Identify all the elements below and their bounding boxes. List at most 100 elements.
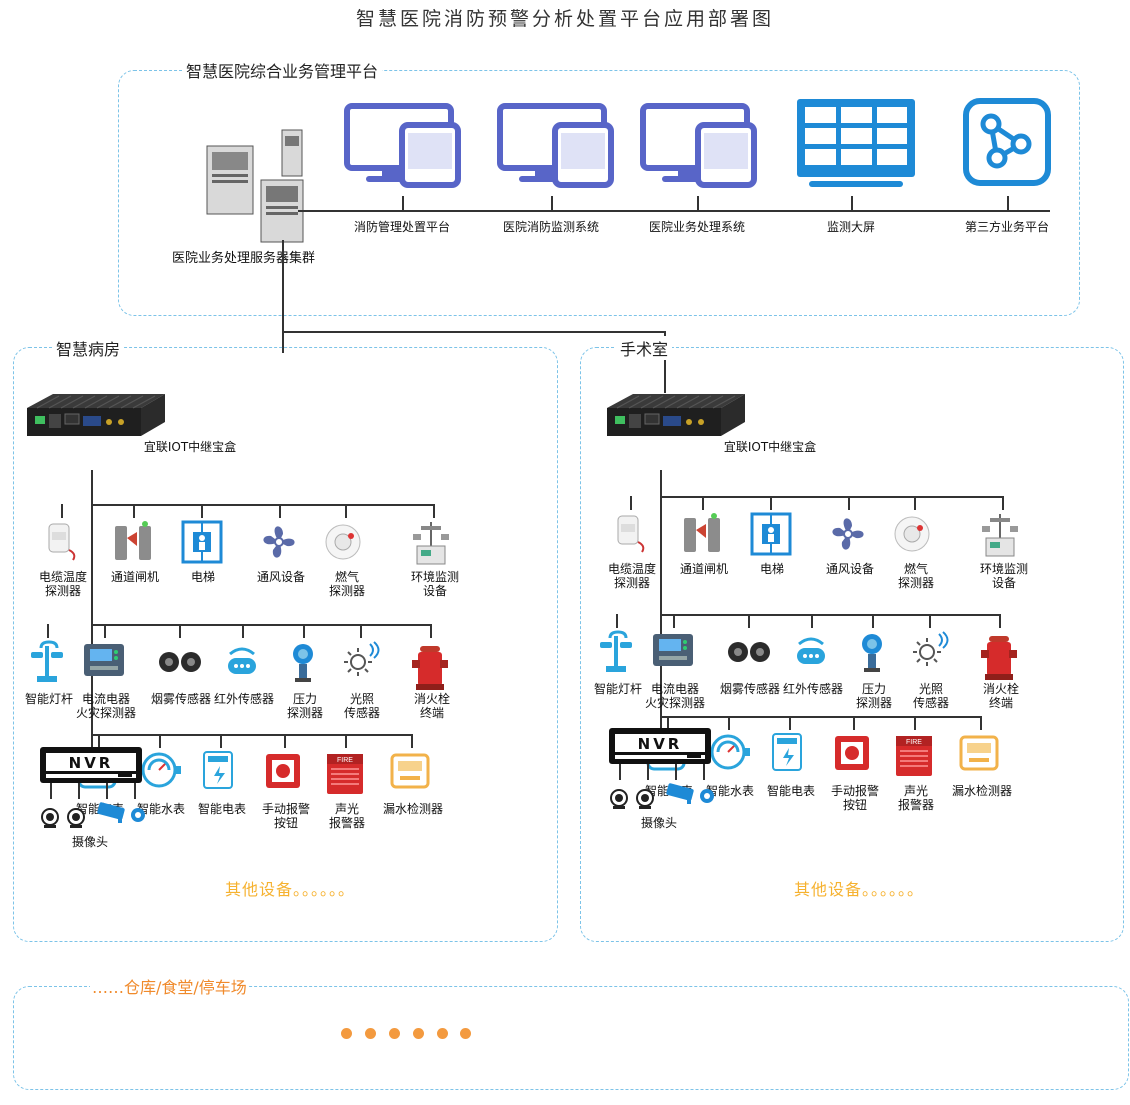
or-uplink: [664, 331, 666, 393]
device-drop-line: [345, 504, 347, 518]
fire-detector-icon: [651, 630, 697, 680]
device-drop-line: [848, 496, 850, 510]
nvr-icon: NVR: [607, 726, 713, 766]
fire-detector-icon: [82, 640, 128, 690]
device-label: 电流电器 火灾探测器: [644, 682, 705, 710]
device-label: 手动报警 按钮: [830, 784, 879, 812]
device-drop-line: [1002, 496, 1004, 510]
share-network-icon: [963, 98, 1053, 188]
svg-text:NVR: NVR: [638, 735, 683, 753]
device-label: 电梯: [190, 570, 215, 584]
device-drop-line: [61, 504, 63, 518]
device-drop-line: [728, 716, 730, 730]
device-bus-row2: [660, 614, 1001, 616]
device-label: 红外传感器: [782, 682, 843, 696]
device-label: 电缆温度 探测器: [38, 570, 87, 598]
device-label: 智能电表: [766, 784, 815, 798]
pressure-detector-icon: [281, 640, 327, 690]
device-drop-line: [345, 734, 347, 748]
device-bus-row1: [660, 496, 1004, 498]
device-label: 智能灯杆: [24, 692, 73, 706]
bullet-camera-icon: [665, 782, 717, 808]
gas-detector-icon: [892, 512, 938, 562]
nvr-icon: NVR: [38, 745, 144, 785]
nvr-port-line: [675, 764, 677, 780]
network-trunk-line: [282, 331, 666, 333]
device-bus-row2: [91, 624, 432, 626]
device-drop-line: [430, 624, 432, 638]
nvr-port-line: [134, 783, 136, 799]
iot-gateway-icon: [25, 392, 167, 438]
device-drop-line: [242, 624, 244, 638]
sound-light-alarm-icon: FIRE: [892, 732, 938, 782]
other-sites-label: ……仓库/食堂/停车场: [90, 974, 249, 998]
device-drop-line: [914, 716, 916, 730]
system-drop-line: [402, 196, 404, 211]
device-label: 声光 报警器: [328, 802, 365, 830]
device-drop-line: [630, 496, 632, 510]
electric-meter-icon: [767, 732, 813, 782]
device-drop-line: [47, 624, 49, 638]
env-monitor-icon: [980, 512, 1026, 562]
ward-label: 智慧病房: [52, 336, 125, 360]
dome-camera-icon: [40, 807, 62, 829]
device-drop-line: [702, 496, 704, 510]
electric-meter-icon: [198, 750, 244, 800]
sound-light-alarm-icon: FIRE: [323, 750, 369, 800]
device-drop-line: [284, 734, 286, 748]
iot-gateway-label: 宜联IOT中继宝盒: [143, 440, 237, 454]
nvr-port-line: [703, 764, 705, 780]
svg-text:FIRE: FIRE: [906, 739, 922, 746]
device-label: 声光 报警器: [897, 784, 934, 812]
device-label: 环境监测 设备: [410, 570, 459, 598]
device-drop-line: [220, 734, 222, 748]
device-label: 红外传感器: [213, 692, 274, 706]
light-sensor-icon: [907, 630, 953, 680]
video-wall-icon: [795, 97, 917, 193]
device-drop-line: [98, 734, 100, 748]
device-label: 烟雾传感器: [719, 682, 780, 696]
system-drop-line: [697, 196, 699, 211]
device-drop-line: [770, 496, 772, 510]
device-label: 消火栓 终端: [982, 682, 1019, 710]
nvr-port-line: [619, 764, 621, 780]
device-drop-line: [667, 716, 669, 730]
device-bus-row3: [91, 734, 413, 736]
elevator-icon: [748, 512, 794, 562]
device-label: 漏水检测器: [951, 784, 1012, 798]
device-drop-line: [201, 504, 203, 518]
platform-drop-line: [282, 240, 284, 332]
device-label: 电缆温度 探测器: [607, 562, 656, 590]
camera-label: 摄像头: [71, 835, 108, 849]
smart-lamp-icon: [25, 640, 71, 690]
platform-box: [118, 70, 1080, 316]
device-label: 燃气 探测器: [897, 562, 934, 590]
cable-temp-detector-icon: [608, 512, 654, 562]
device-drop-line: [929, 614, 931, 628]
device-drop-line: [179, 624, 181, 638]
device-drop-line: [104, 624, 106, 638]
device-label: 手动报警 按钮: [261, 802, 310, 830]
system-label: 医院业务处理系统: [648, 220, 745, 234]
other-devices-label: 其他设备。。。。。。: [794, 880, 925, 899]
ward-uplink: [282, 331, 284, 353]
device-drop-line: [980, 716, 982, 730]
or-label: 手术室: [616, 336, 673, 360]
monitor-devices-icon: [344, 103, 462, 189]
nvr-port-line: [647, 764, 649, 780]
device-drop-line: [914, 496, 916, 510]
other-sites-box: [13, 986, 1129, 1090]
nvr-port-line: [50, 783, 52, 799]
manual-alarm-icon: [262, 750, 308, 800]
device-label: 智能电表: [197, 802, 246, 816]
dome-camera-icon: [635, 788, 657, 810]
device-label: 光照 传感器: [912, 682, 949, 710]
svg-text:FIRE: FIRE: [337, 757, 353, 764]
manual-alarm-icon: [831, 732, 877, 782]
device-label: 烟雾传感器: [150, 692, 211, 706]
iot-gateway-icon: [605, 392, 747, 438]
device-label: 智能水表: [136, 802, 185, 816]
device-drop-line: [411, 734, 413, 748]
pressure-detector-icon: [850, 630, 896, 680]
device-label: 电流电器 火灾探测器: [75, 692, 136, 720]
